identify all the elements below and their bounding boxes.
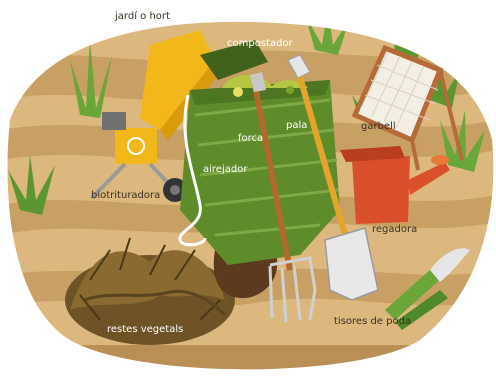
- label-aerator: airejador: [203, 164, 247, 176]
- label-garden: jardí o hort: [115, 11, 170, 23]
- label-watering-can: regadora: [372, 224, 417, 236]
- label-shovel: pala: [286, 120, 307, 132]
- label-plant-waste: restes vegetals: [107, 324, 183, 336]
- label-composter: compostador: [227, 38, 293, 50]
- label-sieve: garbell: [361, 121, 396, 133]
- label-fork: forca: [238, 133, 263, 145]
- label-shredder: biotrituradora: [91, 190, 160, 202]
- label-pruning-shears: tisores de poda: [334, 316, 411, 328]
